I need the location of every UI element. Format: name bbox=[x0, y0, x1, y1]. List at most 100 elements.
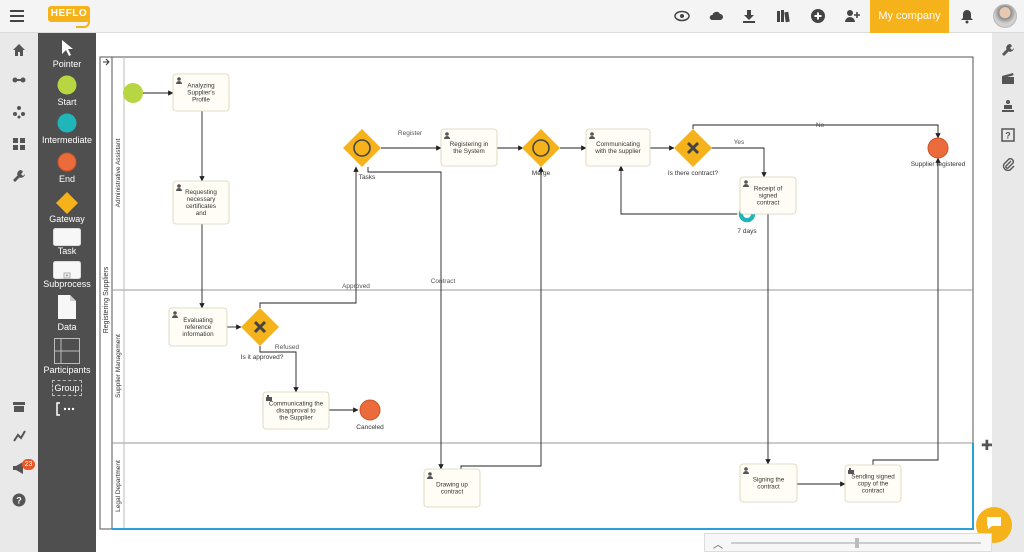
gateway-label-merge: Merge bbox=[532, 170, 551, 177]
help-icon[interactable]: ? bbox=[11, 493, 27, 509]
collapse-arrow-icon[interactable] bbox=[103, 58, 110, 66]
gateway-is-it-approved[interactable] bbox=[241, 308, 279, 346]
chart-icon[interactable] bbox=[11, 429, 27, 445]
flow-contract[interactable] bbox=[367, 167, 444, 470]
grid-icon[interactable] bbox=[11, 137, 27, 153]
gateway-is-there-contract[interactable] bbox=[674, 129, 712, 167]
selection-outline bbox=[112, 443, 974, 530]
flow-approved[interactable] bbox=[259, 166, 359, 308]
event-label-supplier-registered: Supplier registered bbox=[911, 161, 966, 168]
chat-icon bbox=[987, 517, 1001, 529]
start-event[interactable] bbox=[123, 83, 143, 103]
gateway-label-is-it-approved: Is it approved? bbox=[241, 354, 284, 361]
palette-intermediate[interactable] bbox=[38, 113, 96, 138]
library-icon[interactable] bbox=[775, 8, 791, 24]
user-task-icon bbox=[743, 180, 749, 187]
user-task-icon bbox=[172, 311, 178, 318]
flow-drawing-merge[interactable] bbox=[460, 166, 544, 471]
end-event-canceled[interactable] bbox=[359, 399, 381, 421]
flow-yes[interactable] bbox=[711, 147, 767, 178]
bell-icon[interactable] bbox=[959, 8, 975, 24]
wrench-icon[interactable] bbox=[11, 169, 27, 185]
flow-no[interactable] bbox=[692, 124, 941, 139]
palette-pointer[interactable] bbox=[38, 39, 96, 62]
palette-label-start: Start bbox=[57, 97, 77, 107]
pool-frame bbox=[99, 56, 974, 530]
lane-label-supplier-mgmt: Supplier Management bbox=[115, 334, 122, 398]
gateway-merge[interactable] bbox=[522, 129, 560, 167]
end-event-supplier-registered[interactable] bbox=[927, 137, 949, 159]
palette-label-gateway: Gateway bbox=[49, 214, 85, 224]
gateway-tasks[interactable] bbox=[343, 129, 381, 167]
megaphone-icon[interactable] bbox=[11, 461, 27, 477]
flow-icon[interactable] bbox=[11, 73, 27, 89]
palette-end[interactable] bbox=[38, 152, 96, 177]
flow-label-refused: Refused bbox=[275, 344, 300, 351]
store-icon[interactable] bbox=[11, 399, 27, 415]
palette-task[interactable] bbox=[38, 228, 96, 251]
palette-data[interactable] bbox=[38, 294, 96, 325]
user-avatar[interactable] bbox=[993, 4, 1017, 28]
svg-text:?: ? bbox=[1005, 131, 1011, 141]
diagram-canvas[interactable]: Registering Suppliers Administrative Ass… bbox=[96, 33, 992, 552]
palette-participants[interactable] bbox=[38, 338, 96, 369]
palette-group[interactable]: Group bbox=[38, 380, 96, 396]
scroll-thumb[interactable] bbox=[855, 538, 859, 548]
manual-task-icon bbox=[266, 395, 272, 401]
event-label-timer: 7 days bbox=[737, 228, 757, 235]
right-toolbar: ? bbox=[992, 33, 1024, 552]
chevron-up-icon[interactable]: ︿ bbox=[713, 540, 723, 551]
download-icon[interactable] bbox=[741, 8, 757, 24]
cloud-icon[interactable] bbox=[708, 8, 724, 24]
flow-sending-registered[interactable] bbox=[872, 157, 941, 465]
clapperboard-icon[interactable] bbox=[1001, 71, 1015, 85]
heflo-logo[interactable]: HEFLO bbox=[48, 6, 90, 22]
intermediate-event-icon bbox=[57, 113, 77, 133]
add-lane-icon[interactable]: ✚ bbox=[981, 437, 993, 453]
task-icon bbox=[53, 228, 81, 246]
add-circle-icon[interactable] bbox=[810, 8, 826, 24]
horizontal-scrollbar[interactable]: ︿ bbox=[704, 533, 992, 552]
help-box-icon[interactable]: ? bbox=[1001, 128, 1015, 142]
flow-refused[interactable] bbox=[259, 346, 299, 393]
event-label-canceled: Canceled bbox=[356, 424, 384, 431]
flow-timer-communicating[interactable] bbox=[618, 165, 738, 215]
user-task-icon bbox=[444, 132, 450, 139]
process-icon[interactable] bbox=[11, 105, 27, 121]
palette-label-end: End bbox=[58, 174, 75, 184]
palette-gateway[interactable] bbox=[38, 191, 96, 220]
start-event-icon bbox=[57, 75, 77, 95]
menu-icon[interactable] bbox=[10, 10, 24, 22]
palette-more[interactable] bbox=[38, 402, 96, 421]
org-chart-icon[interactable] bbox=[1001, 99, 1015, 113]
wrench-icon[interactable] bbox=[1001, 43, 1015, 57]
user-task-icon bbox=[589, 132, 595, 139]
data-object-icon bbox=[58, 295, 76, 319]
palette-subprocess[interactable] bbox=[38, 261, 96, 284]
home-icon[interactable] bbox=[11, 43, 27, 59]
eye-icon[interactable] bbox=[674, 8, 690, 24]
add-user-icon[interactable] bbox=[844, 8, 860, 24]
top-bar: HEFLO My company bbox=[0, 0, 1024, 33]
my-company-button[interactable]: My company bbox=[870, 0, 949, 33]
flow-label-register: Register bbox=[398, 130, 423, 137]
paperclip-icon[interactable] bbox=[1001, 157, 1015, 172]
palette-start[interactable] bbox=[38, 75, 96, 100]
